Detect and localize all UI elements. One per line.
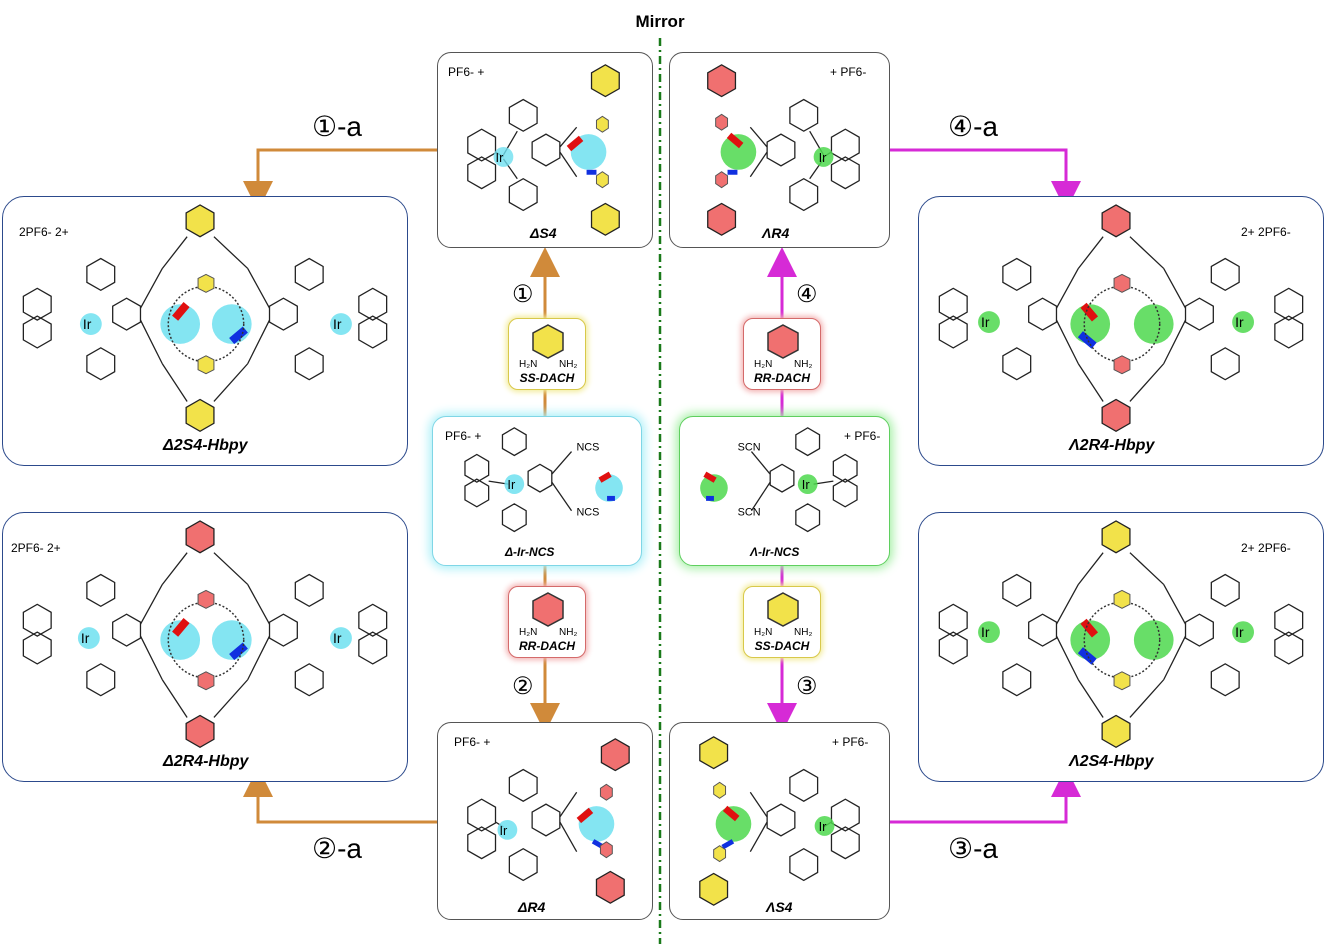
compound-lambda-ir-ncs: + PF6- Ir SCN SCN Λ-Ir-NCS bbox=[679, 416, 890, 566]
step-label-1a: ①-a bbox=[312, 111, 362, 142]
step-label-4: ④ bbox=[796, 281, 818, 308]
reagent-label: RR-DACH bbox=[754, 371, 810, 385]
cyclohexane-ring-icon: H₂N NH₂ bbox=[519, 324, 577, 370]
cage-structure-icon: Ir Ir bbox=[938, 204, 1304, 432]
compound-lambda-r4: + PF6- Ir ΛR4 bbox=[669, 52, 890, 248]
svg-text:NH₂: NH₂ bbox=[559, 359, 577, 369]
mirror-title: Mirror bbox=[635, 12, 685, 31]
anion-label: 2+ 2PF6- bbox=[1241, 225, 1291, 239]
svg-text:H₂N: H₂N bbox=[519, 359, 537, 369]
cage-label: Δ2R4-Hbpy bbox=[163, 753, 249, 770]
path-2a bbox=[243, 767, 437, 824]
svg-text:Ir: Ir bbox=[981, 624, 990, 640]
anion-label: 2PF6- 2+ bbox=[11, 541, 61, 555]
compound-label: Δ-Ir-NCS bbox=[505, 545, 555, 559]
cage-structure-icon: Ir Ir bbox=[938, 520, 1304, 748]
cage-structure-icon: Ir Ir bbox=[22, 204, 388, 432]
svg-text:Ir: Ir bbox=[819, 819, 828, 834]
compound-label: Λ-Ir-NCS bbox=[750, 545, 800, 559]
cage-lambda2-s4: 2+ 2PF6- Ir Ir Λ2S4-Hbpy bbox=[918, 512, 1324, 782]
anion-label: PF6- + bbox=[454, 735, 491, 749]
compound-delta-ir-ncs: PF6- + Ir NCS NCS Δ-Ir-NCS bbox=[432, 416, 642, 566]
svg-text:H₂N: H₂N bbox=[519, 627, 537, 637]
reagent-rr-dach-right: H₂N NH₂ RR-DACH bbox=[743, 318, 821, 390]
step-label-1: ① bbox=[512, 281, 534, 308]
cage-lambda2-r4: 2+ 2PF6- Ir Ir Λ2R4-Hbpy bbox=[918, 196, 1324, 466]
svg-text:Ir: Ir bbox=[333, 316, 342, 332]
anion-label: PF6- + bbox=[448, 65, 485, 79]
reagent-label: SS-DACH bbox=[519, 371, 575, 385]
path-4a bbox=[890, 148, 1081, 211]
compound-label: ΛR4 bbox=[762, 225, 790, 241]
compound-label: ΔS4 bbox=[530, 225, 557, 241]
cage-delta2-r4: 2PF6- 2+ Ir Ir Δ2R4-Hbpy bbox=[2, 512, 408, 782]
anion-label: + PF6- bbox=[844, 429, 881, 443]
step-label-2: ② bbox=[512, 673, 534, 700]
cyclohexane-ring-icon: H₂N NH₂ bbox=[754, 324, 812, 370]
svg-text:Ir: Ir bbox=[1235, 624, 1244, 640]
svg-text:Ir: Ir bbox=[507, 477, 516, 492]
step-label-3: ③ bbox=[796, 673, 818, 700]
svg-text:NH₂: NH₂ bbox=[794, 359, 812, 369]
svg-text:SCN: SCN bbox=[738, 507, 761, 519]
molecule-structure-icon: Ir SCN SCN bbox=[700, 427, 858, 533]
cage-label: Δ2S4-Hbpy bbox=[163, 437, 248, 454]
step-label-2a: ②-a bbox=[312, 833, 362, 864]
path-3a bbox=[890, 767, 1081, 824]
cage-label: Λ2R4-Hbpy bbox=[1069, 437, 1155, 454]
reagent-rr-dach-left: H₂N NH₂ RR-DACH bbox=[508, 586, 586, 658]
molecule-structure-icon: Ir bbox=[467, 738, 630, 904]
svg-text:Ir: Ir bbox=[981, 314, 990, 330]
anion-label: + PF6- bbox=[830, 65, 867, 79]
svg-text:SCN: SCN bbox=[738, 442, 761, 454]
cage-label: Λ2S4-Hbpy bbox=[1069, 753, 1154, 770]
molecule-structure-icon: Ir bbox=[699, 736, 860, 906]
svg-text:NCS: NCS bbox=[576, 507, 599, 519]
svg-text:Ir: Ir bbox=[81, 630, 90, 646]
molecule-structure-icon: Ir bbox=[467, 64, 620, 236]
svg-text:NCS: NCS bbox=[576, 442, 599, 454]
reagent-label: SS-DACH bbox=[754, 639, 810, 653]
reagent-label: RR-DACH bbox=[519, 639, 575, 653]
svg-text:NH₂: NH₂ bbox=[794, 627, 812, 637]
svg-text:H₂N: H₂N bbox=[754, 359, 772, 369]
path-1a bbox=[243, 148, 437, 211]
svg-text:Ir: Ir bbox=[802, 477, 811, 492]
molecule-structure-icon: Ir bbox=[707, 64, 860, 236]
cage-structure-icon: Ir Ir bbox=[22, 520, 388, 748]
compound-label: ΔR4 bbox=[518, 899, 546, 915]
compound-delta-s4: PF6- + Ir ΔS4 bbox=[437, 52, 653, 248]
anion-label: PF6- + bbox=[445, 429, 482, 443]
molecule-structure-icon: Ir NCS NCS bbox=[464, 427, 623, 533]
svg-text:H₂N: H₂N bbox=[754, 627, 772, 637]
reagent-ss-dach-right: H₂N NH₂ SS-DACH bbox=[743, 586, 821, 658]
compound-lambda-s4: + PF6- Ir ΛS4 bbox=[669, 722, 890, 920]
step-label-4a: ④-a bbox=[948, 111, 998, 142]
svg-text:Ir: Ir bbox=[499, 823, 508, 838]
anion-label: + PF6- bbox=[832, 735, 869, 749]
compound-delta-r4: PF6- + Ir ΔR4 bbox=[437, 722, 653, 920]
svg-text:Ir: Ir bbox=[496, 150, 505, 165]
svg-text:Ir: Ir bbox=[333, 630, 342, 646]
svg-text:Ir: Ir bbox=[1235, 314, 1244, 330]
svg-text:Ir: Ir bbox=[83, 316, 92, 332]
svg-text:NH₂: NH₂ bbox=[559, 627, 577, 637]
anion-label: 2PF6- 2+ bbox=[19, 225, 69, 239]
cyclohexane-ring-icon: H₂N NH₂ bbox=[519, 592, 577, 638]
cyclohexane-ring-icon: H₂N NH₂ bbox=[754, 592, 812, 638]
step-label-3a: ③-a bbox=[948, 833, 998, 864]
compound-label: ΛS4 bbox=[766, 899, 793, 915]
cage-delta2-s4: 2PF6- 2+ Ir Ir Δ2S4-Hbpy bbox=[2, 196, 408, 466]
svg-text:Ir: Ir bbox=[819, 150, 828, 165]
reagent-ss-dach-left: H₂N NH₂ SS-DACH bbox=[508, 318, 586, 390]
anion-label: 2+ 2PF6- bbox=[1241, 541, 1291, 555]
